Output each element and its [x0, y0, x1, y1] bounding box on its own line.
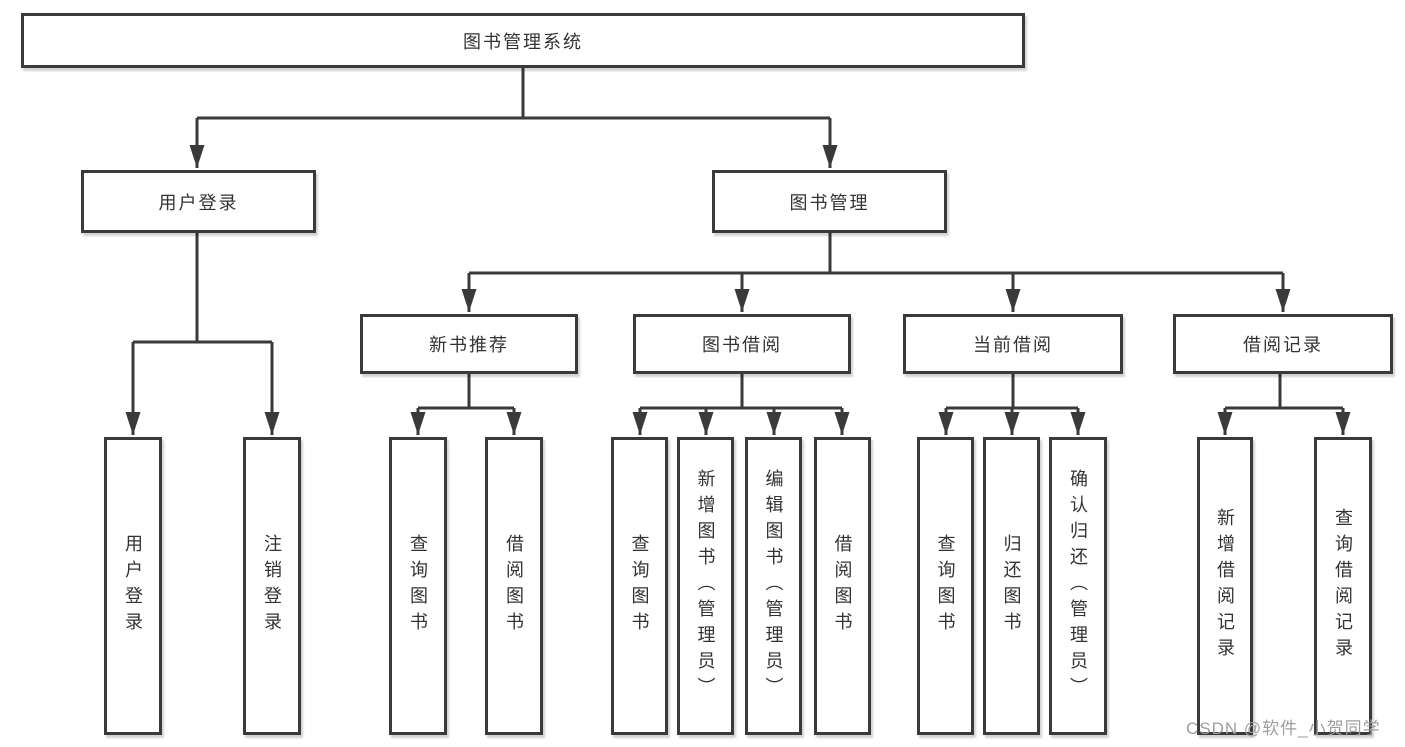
node-label: 查询图书 [935, 534, 956, 638]
leaf-user-login: 用户登录 [104, 437, 162, 735]
node-label: 图书管理系统 [463, 31, 583, 52]
node-label: 确认归还（管理员） [1068, 469, 1088, 703]
node-label: 编辑图书（管理员） [763, 469, 784, 703]
node-user-login: 用户登录 [81, 170, 316, 233]
node-label: 借阅图书 [832, 534, 853, 638]
leaf-query-books-borrowing: 查询图书 [611, 437, 668, 735]
leaf-borrow-books: 借阅图书 [814, 437, 871, 735]
node-label: 用户登录 [158, 192, 239, 213]
node-book-management: 图书管理 [712, 170, 947, 233]
leaf-return-books: 归还图书 [983, 437, 1040, 735]
node-label: 查询图书 [408, 534, 428, 638]
node-label: 查询图书 [629, 534, 650, 638]
node-new-book-recommendation: 新书推荐 [360, 314, 578, 374]
leaf-edit-books-admin: 编辑图书（管理员） [745, 437, 802, 735]
node-label: 用户登录 [123, 534, 143, 638]
leaf-logout: 注销登录 [243, 437, 301, 735]
node-label: 新增借阅记录 [1215, 508, 1235, 664]
node-label: 图书借阅 [702, 335, 782, 355]
node-label: 注销登录 [262, 534, 282, 638]
node-label: 归还图书 [1001, 534, 1022, 638]
leaf-query-borrow-record: 查询借阅记录 [1314, 437, 1372, 735]
node-borrowing-records: 借阅记录 [1173, 314, 1393, 374]
node-library-management-system: 图书管理系统 [21, 13, 1025, 68]
node-label: 借阅图书 [504, 534, 524, 638]
node-current-borrowing: 当前借阅 [903, 314, 1123, 374]
leaf-confirm-return-admin: 确认归还（管理员） [1049, 437, 1107, 735]
node-label: 查询借阅记录 [1333, 508, 1353, 664]
watermark: CSDN @软件_小贺同学 [1186, 719, 1381, 738]
leaf-query-books-recommend: 查询图书 [389, 437, 447, 735]
node-label: 新书推荐 [429, 335, 509, 355]
leaf-query-books-current: 查询图书 [917, 437, 974, 735]
node-book-borrowing: 图书借阅 [633, 314, 851, 374]
leaf-add-books-admin: 新增图书（管理员） [677, 437, 734, 735]
node-label: 新增图书（管理员） [695, 469, 716, 703]
leaf-borrow-books-recommend: 借阅图书 [485, 437, 543, 735]
node-label: 图书管理 [789, 192, 870, 213]
node-label: 当前借阅 [973, 335, 1053, 355]
leaf-add-borrow-record: 新增借阅记录 [1197, 437, 1253, 735]
node-label: 借阅记录 [1243, 335, 1323, 355]
